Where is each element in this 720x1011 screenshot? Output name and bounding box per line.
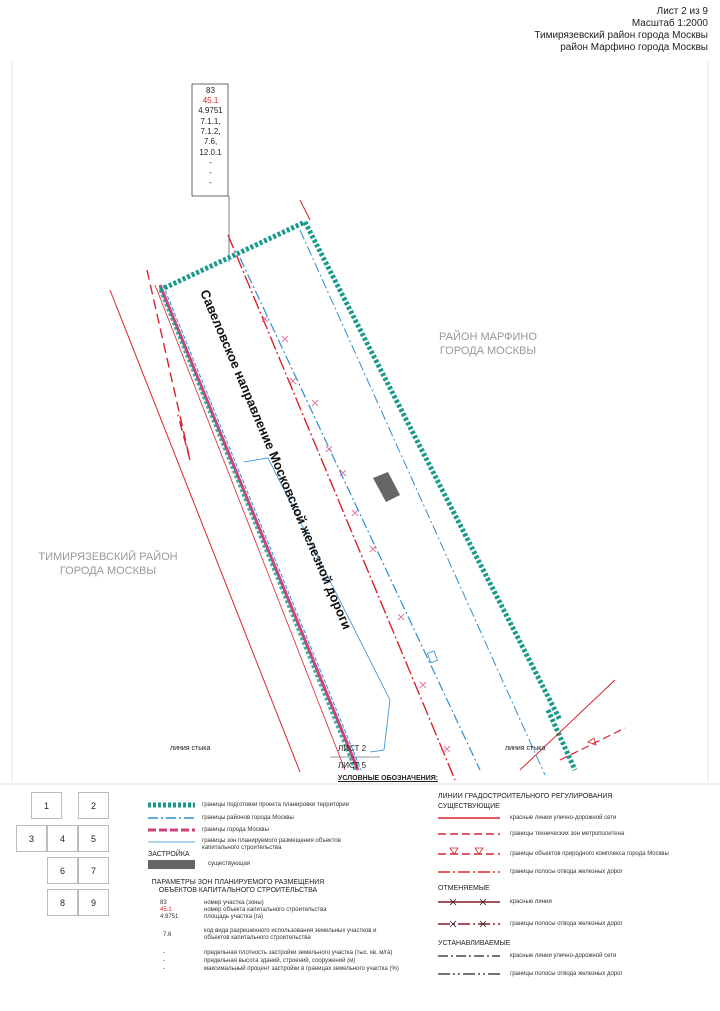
legend-established-header: УСТАНАВЛИВАЕМЫЕ bbox=[438, 940, 511, 947]
junction-line-right: линия стыка bbox=[505, 745, 545, 752]
sheet-number: Лист 2 из 9 bbox=[656, 6, 708, 17]
scale-label: Масштаб 1:2000 bbox=[631, 18, 708, 29]
zone-box-line-0: 83 bbox=[206, 86, 215, 95]
natural-complex-mark bbox=[587, 737, 597, 746]
zone-box-line-9: - bbox=[209, 178, 212, 187]
railway-label: Савеловское направление Московской желез… bbox=[197, 287, 354, 631]
param-dash-desc-1: предельная плотность застройки земельног… bbox=[204, 950, 393, 956]
planning-border-bottom bbox=[545, 708, 578, 772]
legend-e1: красные линии улично-дорожной сети bbox=[510, 815, 617, 821]
legend-c2: границы полосы отвода железных дорог bbox=[510, 921, 623, 927]
sheet-cell-1[interactable]: 1 bbox=[31, 792, 62, 819]
planning-border-top bbox=[158, 219, 307, 293]
marfino-label-2: ГОРОДА МОСКВЫ bbox=[440, 345, 536, 357]
legend-e3: границы объектов природного комплекса го… bbox=[510, 851, 669, 857]
legend-e4: границы полосы отвода железных дорог bbox=[510, 869, 623, 875]
sheet-cell-7[interactable]: 7 bbox=[78, 857, 109, 884]
legend-building-header: ЗАСТРОЙКА bbox=[148, 851, 190, 858]
legend-c2-crosses bbox=[449, 920, 487, 928]
zone-outline bbox=[243, 457, 391, 753]
legend-building-sample bbox=[148, 860, 195, 869]
zone-box-line-5: 7.6, bbox=[203, 137, 218, 146]
zone-box-line-2: 4.9751 bbox=[198, 106, 223, 115]
legend-zone-border: границы зон планируемого размещения объе… bbox=[202, 838, 341, 851]
city-border-pink bbox=[158, 284, 360, 771]
legend-s1: красные линии улично-дорожной сети bbox=[510, 953, 617, 959]
red-line-right-bottom bbox=[519, 679, 616, 771]
param-dash-2: - bbox=[163, 958, 165, 964]
zone-box-line-7: - bbox=[209, 158, 212, 167]
legend-s2: границы полосы отвода железных дорог bbox=[510, 971, 623, 977]
param-dash-desc-2: предельная высота зданий, строений, соор… bbox=[204, 958, 356, 964]
sheet-5-label: ЛИСТ 5 bbox=[338, 761, 367, 770]
sheet-cell-5[interactable]: 5 bbox=[78, 825, 109, 852]
junction-line-left: линия стыка bbox=[170, 745, 210, 752]
param-dash-1: - bbox=[163, 950, 165, 956]
legend-e2: границы технических зон метрополитена bbox=[510, 831, 625, 837]
zone-parameters-box bbox=[191, 83, 229, 197]
district-title-1: Тимирязевский район города Москвы bbox=[534, 30, 708, 41]
planning-border-left bbox=[158, 289, 357, 771]
zone-box-line-3: 7.1.1, bbox=[200, 117, 221, 126]
legend-city-border: границы города Москвы bbox=[202, 827, 269, 833]
legend-c1-crosses bbox=[449, 898, 487, 906]
timiryazev-label-2: ГОРОДА МОСКВЫ bbox=[60, 565, 156, 577]
district-title-2: район Марфино города Москвы bbox=[560, 42, 708, 53]
red-line-outer bbox=[109, 289, 301, 773]
sheet-cell-2[interactable]: 2 bbox=[78, 792, 109, 819]
sheet-2-label: ЛИСТ 2 bbox=[338, 744, 367, 753]
zone-box-line-8: - bbox=[209, 168, 212, 177]
legend-title: УСЛОВНЫЕ ОБОЗНАЧЕНИЯ: bbox=[338, 775, 439, 782]
param-code: 7.6 bbox=[163, 932, 172, 938]
param-sample-1: 83 bbox=[160, 900, 167, 906]
param-desc-2: номер объекта капитального строительства bbox=[204, 907, 327, 913]
legend-existing-header: СУЩЕСТВУЮЩИЕ bbox=[438, 803, 500, 810]
timiryazev-label-1: ТИМИРЯЗЕВСКИЙ РАЙОН bbox=[38, 550, 177, 563]
legend-e3-triangles bbox=[449, 847, 484, 855]
red-line-left-inner bbox=[154, 284, 346, 771]
param-dash-3: - bbox=[163, 966, 165, 972]
railway-reserve-line bbox=[227, 234, 456, 781]
metro-zone-marks bbox=[261, 315, 451, 753]
sheet-cell-4[interactable]: 4 bbox=[47, 825, 78, 852]
sheet-cell-3[interactable]: 3 bbox=[16, 825, 47, 852]
legend-c1: красные линии bbox=[510, 899, 552, 905]
legend-params-header: ПАРАМЕТРЫ ЗОН ПЛАНИРУЕМОГО РАЗМЕЩЕНИЯ ОБ… bbox=[151, 879, 325, 894]
legend-district-border: границы районов города Москвы bbox=[202, 815, 294, 821]
sheet-cell-9[interactable]: 9 bbox=[78, 889, 109, 916]
zone-box-line-4: 7.1.2, bbox=[200, 127, 221, 136]
param-desc-1: номер участка (зоны) bbox=[204, 900, 264, 906]
district-border-blue bbox=[239, 257, 481, 771]
legend-building-existing: существующая bbox=[208, 861, 251, 867]
param-dash-desc-3: максимальный процент застройки в граница… bbox=[204, 966, 399, 972]
district-border-overlay bbox=[162, 284, 362, 771]
marfino-label-1: РАЙОН МАРФИНО bbox=[439, 330, 537, 343]
sheet-cell-8[interactable]: 8 bbox=[47, 889, 78, 916]
legend-planning-border: границы подготовки проекта планировки те… bbox=[202, 802, 350, 808]
param-desc-3: площадь участка (га) bbox=[204, 914, 264, 920]
legend-cancelled-header: ОТМЕНЯЕМЫЕ bbox=[438, 885, 490, 892]
legend-right-header: ЛИНИИ ГРАДОСТРОИТЕЛЬНОГО РЕГУЛИРОВАНИЯ bbox=[438, 793, 613, 800]
zone-box-line-1: 45.1 bbox=[202, 96, 219, 105]
small-structure bbox=[426, 650, 438, 664]
district-border-blue-2 bbox=[299, 229, 546, 776]
zone-box-line-6: 12.0.1 bbox=[199, 148, 222, 157]
param-code-desc: код вида разрешенного использования земе… bbox=[204, 928, 377, 941]
param-sample-2: 45.1 bbox=[160, 907, 172, 913]
red-line-top bbox=[299, 199, 311, 221]
sheet-cell-6[interactable]: 6 bbox=[47, 857, 78, 884]
param-sample-3: 4.9751 bbox=[160, 914, 179, 920]
existing-building bbox=[373, 472, 400, 502]
red-dashed-left bbox=[146, 269, 191, 461]
planning-border-right bbox=[302, 220, 563, 722]
